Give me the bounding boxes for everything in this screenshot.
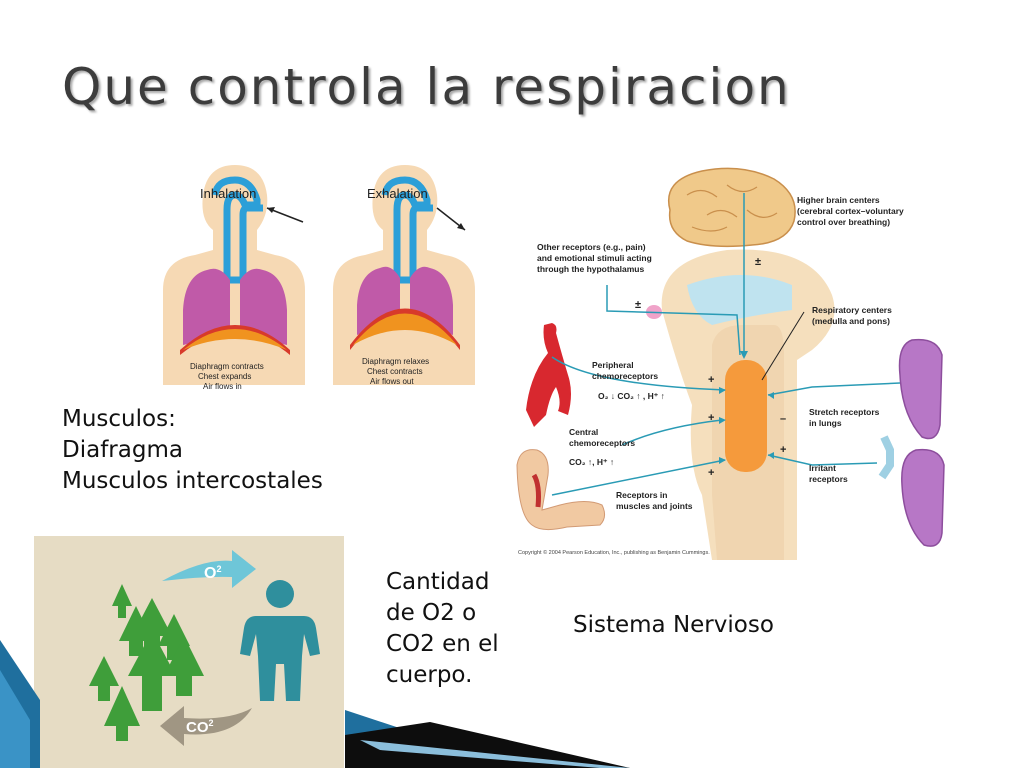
aorta-icon: [526, 323, 571, 427]
peripheral-stimuli: O₂ ↓ CO₂ ↑ , H⁺ ↑: [598, 391, 665, 401]
muscles-text: Musculos: Diafragma Musculos intercostal…: [62, 404, 323, 497]
lung-lower-icon: [901, 448, 945, 547]
inhalation-note-3: Air flows in: [203, 382, 242, 391]
other-receptors-label-2: and emotional stimuli acting: [537, 253, 652, 263]
exhalation-note-1: Diaphragm relaxes: [362, 357, 429, 366]
respiratory-centers-label-1: Respiratory centers: [812, 305, 892, 315]
sign-hypothalamus: ±: [635, 299, 641, 311]
o2-label: O2: [204, 564, 221, 582]
receptors-muscles-label-1: Receptors in: [616, 490, 668, 500]
gas-caption-line-1: Cantidad: [386, 569, 490, 595]
sign-irritant: +: [780, 444, 786, 456]
sign-stretch: –: [780, 413, 786, 425]
gas-exchange-figure: O2 CO2: [34, 536, 344, 768]
exhalation-note-2: Chest contracts: [367, 367, 423, 376]
person-icon: [240, 580, 320, 701]
gas-caption-line-2: de O2 o: [386, 600, 477, 626]
receptors-muscles-label-2: muscles and joints: [616, 501, 693, 511]
nervous-system-figure: Higher brain centers (cerebral cortex–vo…: [516, 167, 945, 560]
exhalation-illustration: Exhalation Diaphragm relaxes Chest contr…: [333, 165, 475, 386]
o2-arrow-icon: [162, 550, 256, 588]
other-receptors-label-1: Other receptors (e.g., pain): [537, 242, 646, 252]
arm-icon: [516, 449, 606, 531]
decorative-stripes: [0, 640, 630, 768]
respiratory-centers-label-2: (medulla and pons): [812, 316, 890, 326]
slide-title: Que controla la respiracion: [62, 58, 791, 116]
irritant-label-1: Irritant: [809, 463, 836, 473]
inhalation-title: Inhalation: [200, 186, 256, 201]
inhalation-note-1: Diaphragm contracts: [190, 362, 264, 371]
other-receptors-label-3: through the hypothalamus: [537, 264, 644, 274]
lung-upper-icon: [898, 338, 943, 440]
stretch-label-2: in lungs: [809, 418, 842, 428]
nervous-caption: Sistema Nervioso: [573, 612, 774, 638]
brain-icon: [668, 167, 796, 248]
gas-caption: Cantidad de O2 o CO2 en el cuerpo.: [386, 567, 499, 691]
inhalation-illustration: Inhalation Diaphragm contracts Chest exp…: [163, 165, 305, 391]
inhalation-note-2: Chest expands: [198, 372, 251, 381]
higher-brain-label-3: control over breathing): [797, 217, 890, 227]
irritant-label-2: receptors: [809, 474, 848, 484]
central-label-1: Central: [569, 427, 598, 437]
central-label-2: chemoreceptors: [569, 438, 635, 448]
co2-label: CO2: [186, 718, 214, 736]
trees-icon: [89, 584, 204, 741]
sign-central: +: [708, 412, 714, 424]
higher-brain-label-1: Higher brain centers: [797, 195, 880, 205]
breathing-figure: Inhalation Diaphragm contracts Chest exp…: [163, 165, 475, 391]
sign-muscles: +: [708, 467, 714, 479]
higher-brain-label-2: (cerebral cortex–voluntary: [797, 206, 904, 216]
hypothalamus-region: [687, 275, 792, 325]
peripheral-label-2: chemoreceptors: [592, 371, 658, 381]
respiratory-center: [725, 360, 767, 472]
muscles-heading: Musculos:: [62, 406, 176, 432]
gas-caption-line-3: CO2 en el: [386, 631, 499, 657]
sign-brain: ±: [755, 256, 761, 268]
copyright-note: Copyright © 2004 Pearson Education, Inc.…: [518, 549, 710, 556]
stretch-label-1: Stretch receptors: [809, 407, 880, 417]
sign-peripheral: +: [708, 374, 714, 386]
peripheral-label-1: Peripheral: [592, 360, 634, 370]
bronchi-icon: [878, 435, 894, 480]
exhalation-title: Exhalation: [367, 186, 428, 201]
central-stimuli: CO₂ ↑, H⁺ ↑: [569, 457, 614, 467]
exhalation-note-3: Air flows out: [370, 377, 414, 386]
muscle-item-intercostals: Musculos intercostales: [62, 468, 323, 494]
co2-arrow-icon: [160, 706, 252, 746]
gas-caption-line-4: cuerpo.: [386, 662, 473, 688]
muscle-item-diaphragm: Diafragma: [62, 437, 183, 463]
nerve-pathways: [551, 193, 901, 496]
